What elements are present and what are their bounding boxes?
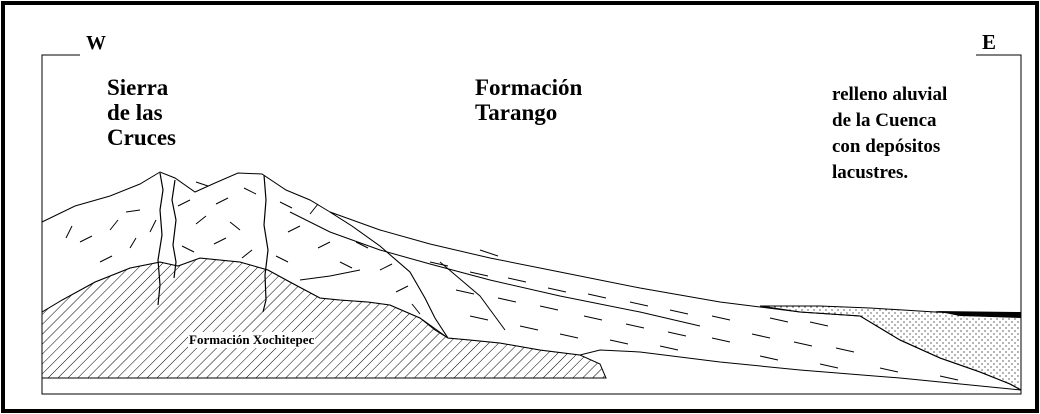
tarango-texture xyxy=(429,249,959,381)
formacion-xochitepec-label: Formación Xochitepec xyxy=(188,332,316,348)
internal-contacts xyxy=(289,211,701,331)
faults xyxy=(157,172,269,313)
lacustrine-deposit xyxy=(935,311,1021,318)
relleno-aluvial-label: relleno aluvial de la Cuenca con depósit… xyxy=(832,84,948,183)
west-label: W xyxy=(86,32,106,54)
sierra-de-las-cruces-label: Sierra de las Cruces xyxy=(107,75,176,150)
tarango-formation xyxy=(329,211,1022,391)
section-box xyxy=(41,54,1022,395)
alluvial-fill xyxy=(759,305,1022,391)
east-label: E xyxy=(982,30,997,54)
volcanic-texture xyxy=(65,181,421,315)
formacion-tarango-label: Formación Tarango xyxy=(475,75,583,125)
